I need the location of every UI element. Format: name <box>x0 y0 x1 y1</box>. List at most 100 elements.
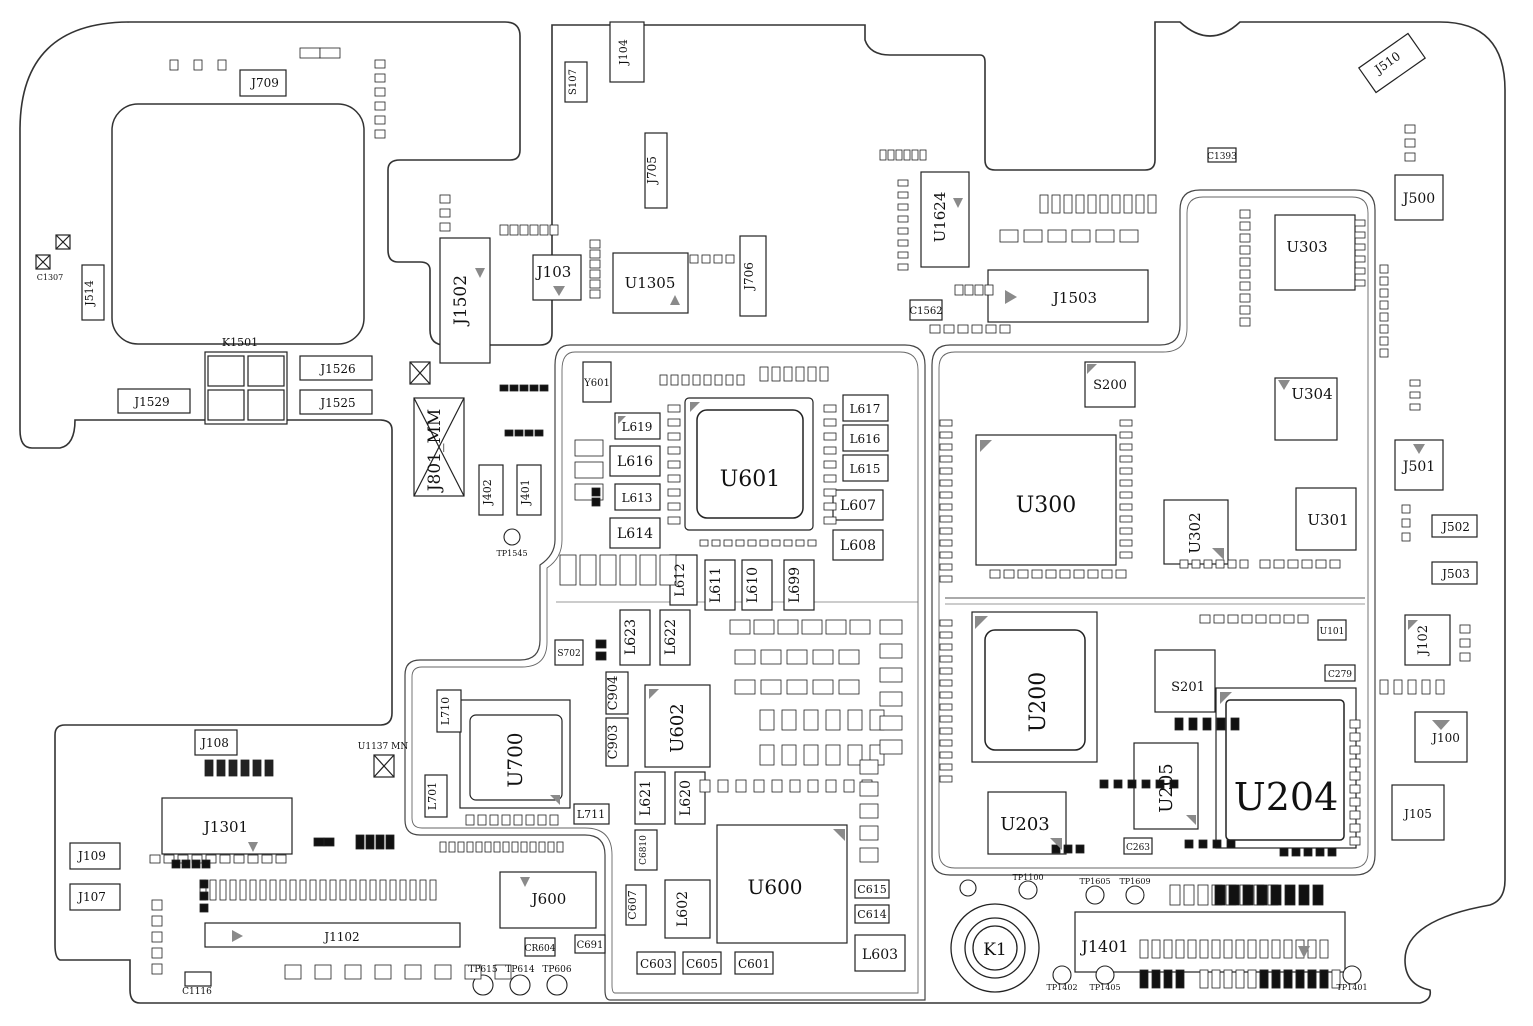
smd-part <box>1239 559 1249 569</box>
smd-part <box>1239 281 1251 291</box>
relay-k1501-q1 <box>207 355 245 387</box>
smd-part <box>1404 138 1416 148</box>
x-c1308-b <box>55 234 71 250</box>
smd-part <box>771 539 781 547</box>
smd-part <box>838 649 860 665</box>
smd-part <box>219 854 231 864</box>
smd-part <box>725 374 734 386</box>
pin1-u1624 <box>953 198 963 208</box>
smd-part <box>838 679 860 695</box>
smd-part <box>859 781 879 797</box>
conn-j104 <box>609 21 645 83</box>
pin1-j102 <box>1408 620 1418 630</box>
label-j1525: J1525 <box>318 396 355 410</box>
label-l620: L620 <box>678 780 694 816</box>
smd-part <box>1063 194 1073 214</box>
pin1-u300 <box>980 440 992 452</box>
relay-k1501-q3 <box>207 389 245 421</box>
smd-part <box>939 491 953 499</box>
pin1-u200 <box>975 616 988 629</box>
smd-part <box>375 834 385 850</box>
smd-part <box>539 224 549 236</box>
label-tp1545: TP1545 <box>496 549 527 558</box>
smd-part <box>169 59 179 71</box>
smd-part <box>1203 559 1213 569</box>
smd-part <box>1291 847 1301 857</box>
ind-l607 <box>832 489 884 521</box>
battery-window <box>111 103 365 345</box>
smd-part <box>1354 243 1366 251</box>
tp1100 <box>1018 880 1038 900</box>
label-l611: L611 <box>708 567 724 603</box>
smd-part <box>1235 939 1245 959</box>
smd-part <box>1287 559 1299 569</box>
smd-part <box>823 418 837 427</box>
ic-u200-die <box>984 629 1086 751</box>
label-j502: J502 <box>1440 520 1470 534</box>
conn-j600 <box>499 871 597 929</box>
smd-part <box>1119 455 1133 463</box>
smd-part <box>216 759 226 777</box>
smd-part <box>1354 255 1366 263</box>
label-j705: J705 <box>645 156 659 186</box>
smd-part <box>1271 939 1281 959</box>
ic-u101-body <box>1317 619 1347 641</box>
smd-part <box>939 727 953 735</box>
shield-right <box>931 189 1376 876</box>
smd-part <box>1230 717 1240 731</box>
ic-u203-body <box>987 791 1067 855</box>
smd-part <box>379 879 387 901</box>
smd-part <box>803 744 819 766</box>
label-u300: U300 <box>1016 493 1077 518</box>
smd-part <box>1409 379 1421 387</box>
smd-part <box>229 879 237 901</box>
smd-part <box>1379 264 1389 274</box>
smd-part <box>879 149 887 161</box>
smd-part <box>1023 229 1043 243</box>
pin1-j600 <box>520 877 530 887</box>
label-j103: J103 <box>535 263 572 281</box>
smd-part <box>667 418 681 427</box>
smd-part <box>1239 293 1251 303</box>
tp1545 <box>503 528 521 546</box>
smd-part <box>559 554 577 586</box>
smd-part <box>1039 194 1049 214</box>
smd-part <box>205 854 217 864</box>
label-u1137: U1137 MN <box>358 742 409 752</box>
label-u304: U304 <box>1291 385 1332 403</box>
smd-part <box>201 859 211 869</box>
smd-part <box>1163 939 1173 959</box>
shield-left-inner <box>411 351 919 994</box>
smd-part <box>228 759 238 777</box>
x-j801-b <box>413 397 465 497</box>
smd-part <box>849 619 871 635</box>
label-l619: L619 <box>622 420 653 434</box>
pin1-u302 <box>1212 548 1224 560</box>
smd-part <box>1199 969 1209 989</box>
conn-j705 <box>644 132 668 209</box>
pin1-j1503 <box>1005 290 1017 304</box>
smd-part <box>1119 479 1133 487</box>
smd-part <box>1435 679 1445 695</box>
smd-part <box>261 854 273 864</box>
smd-part <box>701 254 711 264</box>
ic-u1305-body <box>612 252 689 314</box>
smd-part <box>389 879 397 901</box>
smd-part <box>493 841 501 853</box>
smd-part <box>1087 194 1097 214</box>
smd-part <box>499 384 509 392</box>
smd-part <box>151 915 163 927</box>
smd-part <box>847 709 863 731</box>
ic-u1624-body <box>920 171 970 268</box>
smd-part <box>1184 839 1194 849</box>
smd-part <box>1271 969 1281 989</box>
conn-j1529 <box>117 388 191 414</box>
smd-part <box>465 814 475 826</box>
smd-part <box>939 715 953 723</box>
smd-part <box>1349 745 1361 755</box>
smd-part <box>897 215 909 223</box>
smd-part <box>999 229 1019 243</box>
smd-part <box>760 649 782 665</box>
conn-j401 <box>516 464 542 516</box>
tp615 <box>472 974 494 996</box>
